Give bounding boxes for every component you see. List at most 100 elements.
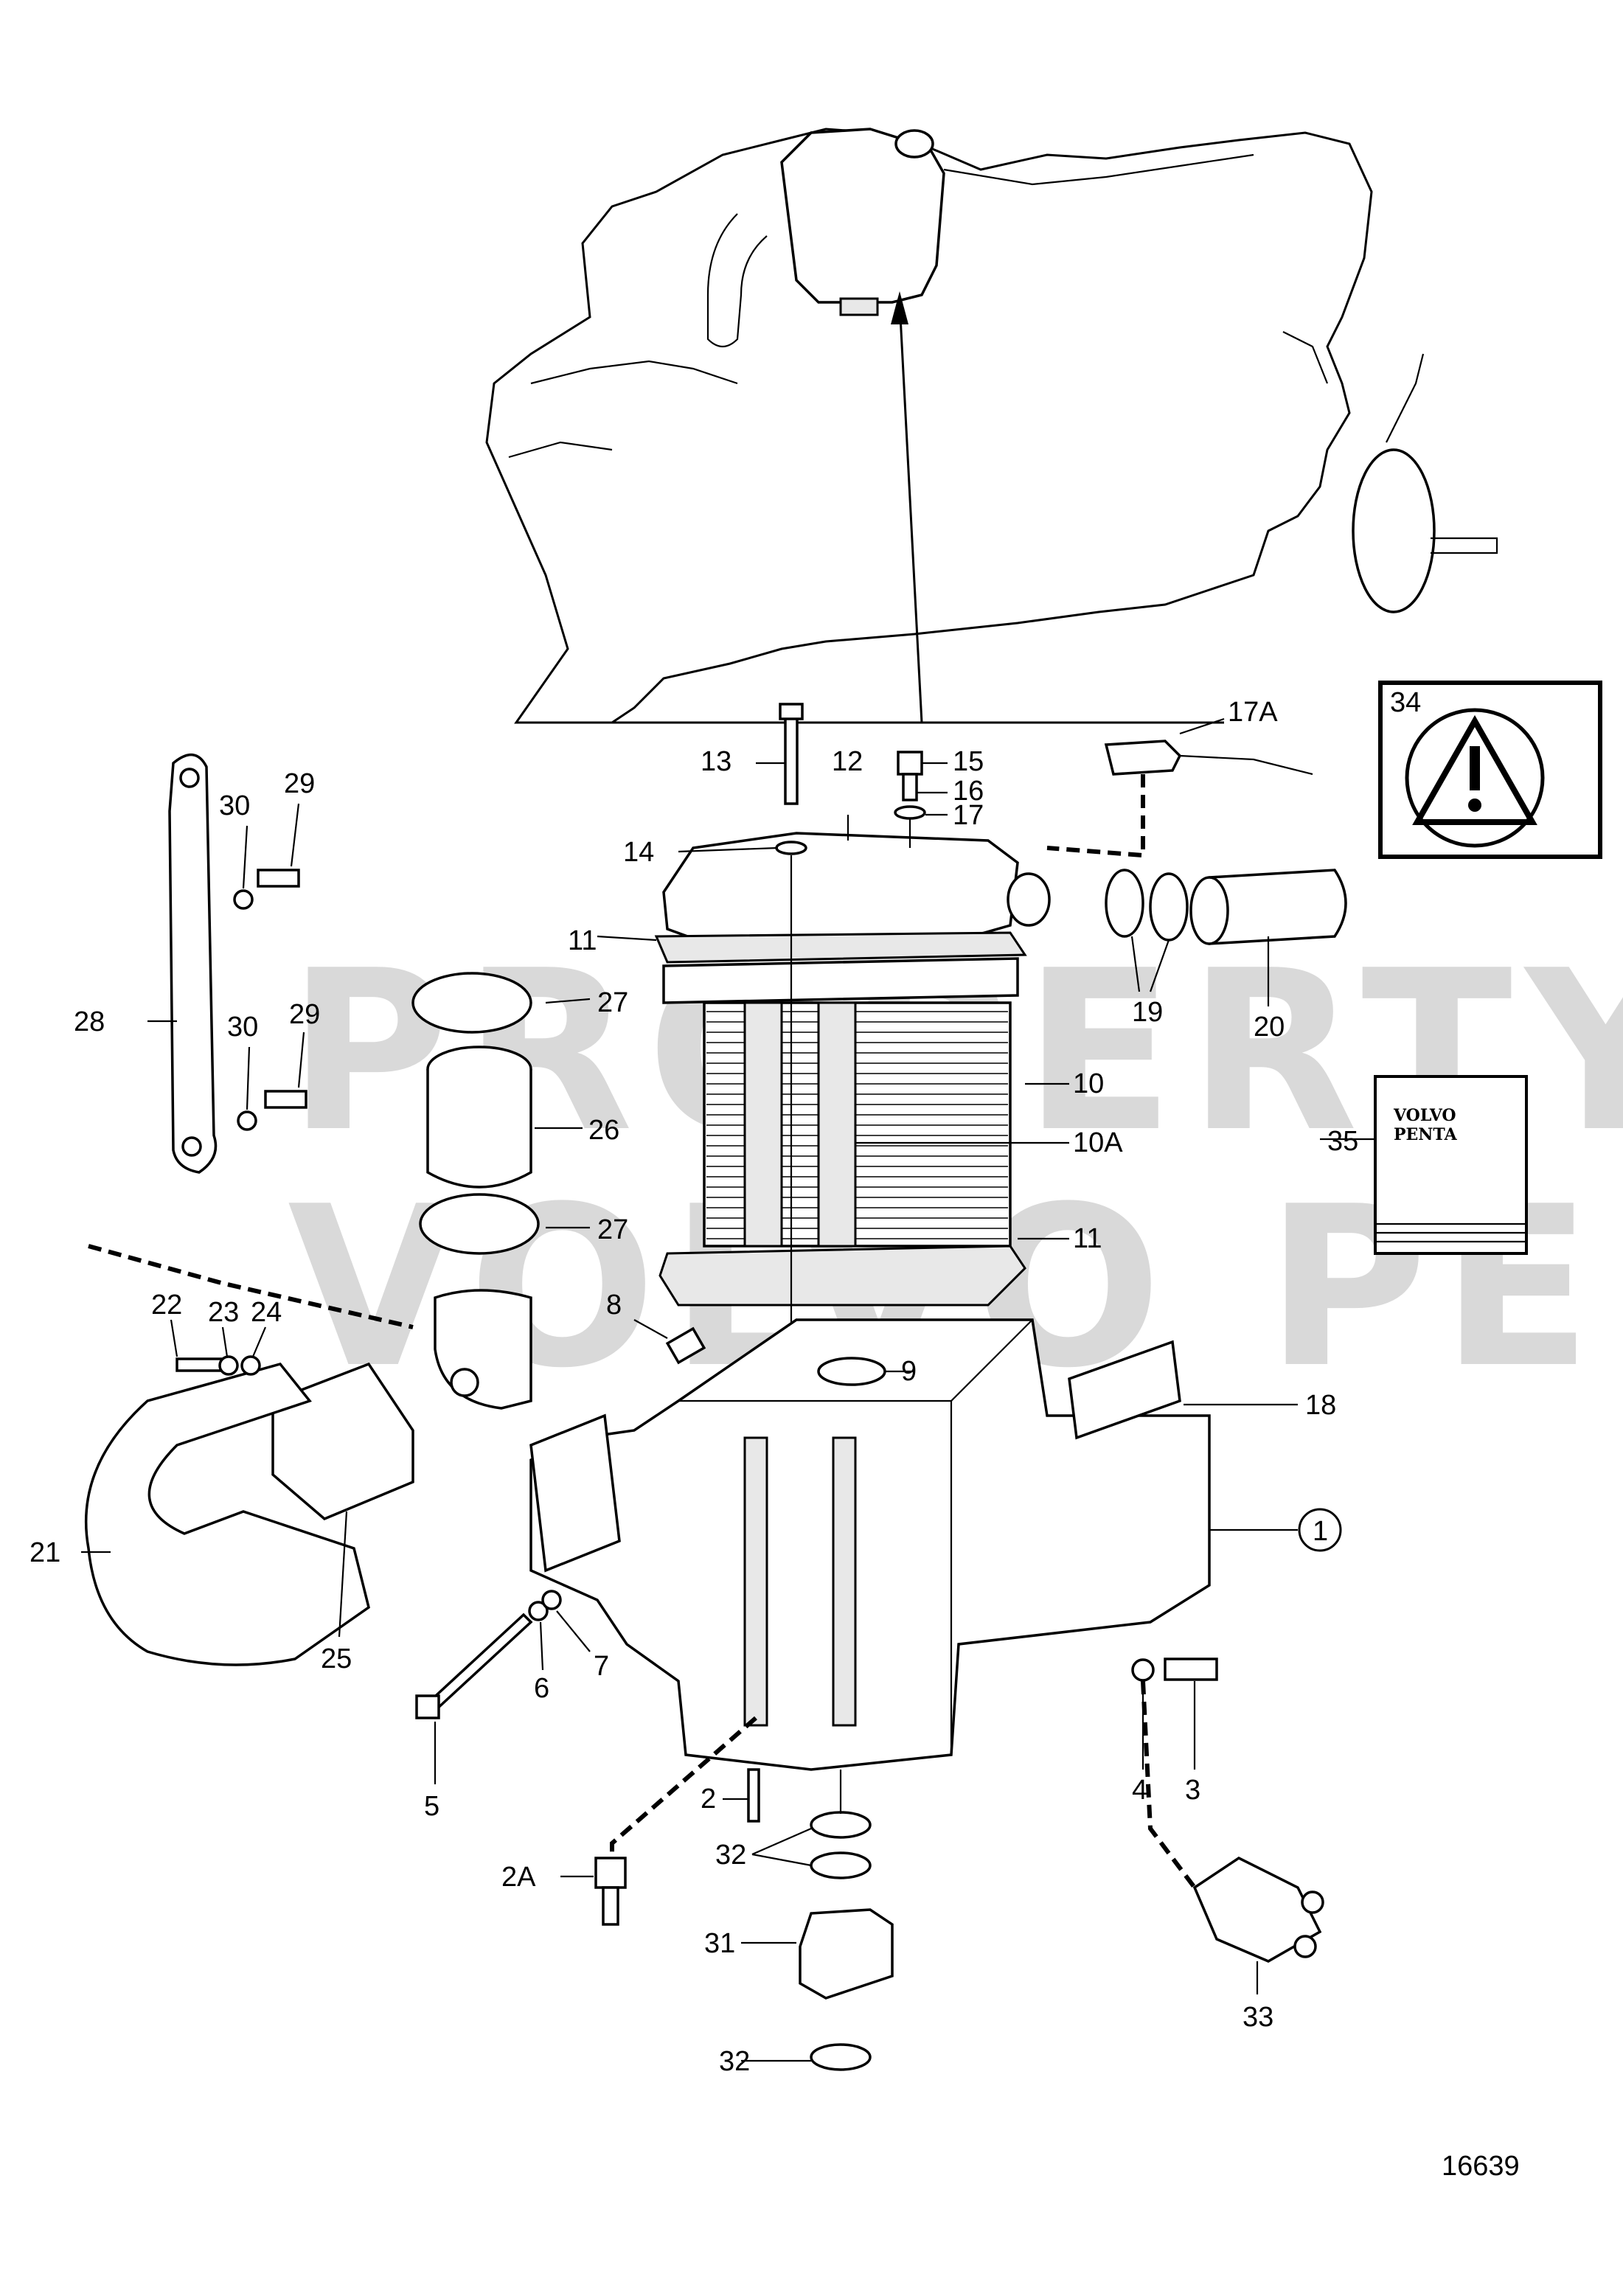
location-arrow bbox=[898, 302, 923, 723]
callout-12: 12 bbox=[832, 746, 863, 777]
leader-11a bbox=[597, 935, 657, 942]
hose-26 bbox=[426, 1069, 532, 1189]
callout-2a: 2A bbox=[501, 1862, 536, 1893]
callout-32-bottom: 32 bbox=[719, 2046, 750, 2077]
gasket-bottom bbox=[658, 1245, 1026, 1307]
dipstick bbox=[1386, 353, 1425, 443]
warning-box: 34 bbox=[1378, 681, 1602, 859]
sensor-terminal bbox=[1301, 1890, 1324, 1914]
callout-27-top: 27 bbox=[597, 987, 628, 1018]
o-ring-32a bbox=[810, 1811, 872, 1839]
o-ring-32c bbox=[810, 2043, 872, 2071]
cover-outlet-pipe bbox=[1007, 872, 1051, 927]
callout-1-circle bbox=[1298, 1508, 1342, 1552]
washer-23 bbox=[218, 1355, 239, 1376]
mounting-connection bbox=[88, 1244, 414, 1329]
callout-3: 3 bbox=[1185, 1775, 1200, 1806]
callout-6: 6 bbox=[534, 1673, 549, 1704]
leader-30b bbox=[246, 1046, 251, 1110]
heat-exchanger-housing bbox=[529, 1318, 1211, 1771]
pipe-21 bbox=[84, 1363, 370, 1666]
leader-32a bbox=[751, 1827, 812, 1856]
location-arrowhead bbox=[891, 291, 908, 324]
washer-14 bbox=[775, 841, 807, 855]
callout-29-top: 29 bbox=[284, 768, 315, 799]
engine-detail-line bbox=[508, 441, 613, 459]
starter-motor bbox=[1352, 448, 1436, 613]
callout-1: 1 bbox=[1313, 1516, 1328, 1547]
expansion-tank bbox=[780, 128, 945, 304]
screw-29b bbox=[264, 1090, 307, 1109]
housing-rib-right bbox=[832, 1436, 857, 1727]
bracket-hole-top bbox=[179, 768, 200, 788]
pin-8 bbox=[665, 1326, 706, 1365]
leader-24 bbox=[251, 1326, 267, 1357]
callout-24: 24 bbox=[251, 1297, 282, 1328]
housing-rib-left bbox=[743, 1436, 768, 1727]
cover-assembly bbox=[654, 703, 1347, 1401]
callout-31: 31 bbox=[704, 1928, 735, 1959]
housing-edge bbox=[950, 1319, 1033, 1402]
warning-dot bbox=[1468, 799, 1481, 812]
callout-35: 35 bbox=[1327, 1126, 1358, 1157]
clamp-27-bottom bbox=[419, 1193, 540, 1255]
manual-book: VOLVO PENTA bbox=[1374, 1075, 1528, 1255]
callout-17: 17 bbox=[953, 800, 984, 831]
leader-6 bbox=[539, 1621, 544, 1671]
leader-22 bbox=[170, 1319, 178, 1357]
leader-19b bbox=[1149, 939, 1170, 992]
washer-30a bbox=[233, 889, 254, 910]
o-ring-19b bbox=[1149, 872, 1189, 942]
callout-25: 25 bbox=[321, 1643, 352, 1674]
partition-left bbox=[743, 1001, 783, 1248]
vent-valve-17a bbox=[1104, 740, 1182, 776]
bracket-28 bbox=[168, 754, 218, 1174]
callout-7: 7 bbox=[594, 1651, 609, 1682]
drain-connection bbox=[610, 1716, 757, 1888]
engine-outline bbox=[485, 128, 1498, 724]
leader-30a bbox=[242, 825, 249, 889]
callout-23: 23 bbox=[208, 1297, 239, 1328]
callout-33: 33 bbox=[1243, 2002, 1273, 2033]
plug-16 bbox=[902, 773, 918, 801]
pressure-sensor-33 bbox=[1192, 1856, 1322, 1963]
washer-17 bbox=[894, 805, 926, 820]
drawing-number: 16639 bbox=[1442, 2151, 1520, 2182]
callout-2: 2 bbox=[701, 1784, 716, 1815]
plug-3 bbox=[1164, 1657, 1218, 1681]
callout-5: 5 bbox=[424, 1791, 439, 1822]
warning-exclamation bbox=[1470, 746, 1480, 790]
washer-6 bbox=[528, 1601, 549, 1621]
callout-4: 4 bbox=[1132, 1775, 1147, 1806]
connector-31 bbox=[799, 1908, 894, 2000]
manual-logo-line-2: PENTA bbox=[1394, 1125, 1458, 1144]
manifold-line bbox=[530, 360, 738, 385]
engine-top-line bbox=[943, 153, 1254, 186]
screw-29a bbox=[257, 869, 300, 888]
leader-32b bbox=[751, 1853, 812, 1867]
callout-34: 34 bbox=[1390, 687, 1421, 718]
hose-20-end bbox=[1189, 876, 1229, 945]
callout-20: 20 bbox=[1254, 1012, 1285, 1043]
callout-17a: 17A bbox=[1228, 697, 1278, 728]
callout-32-top: 32 bbox=[715, 1840, 746, 1871]
sensor-connection bbox=[1141, 1680, 1197, 1889]
filler-neck bbox=[894, 129, 934, 159]
tank-outlet bbox=[839, 297, 879, 316]
leader-lines bbox=[81, 717, 1375, 2062]
housing-flange bbox=[529, 1413, 621, 1573]
engine-silhouette bbox=[485, 128, 1373, 724]
leader-17a bbox=[1179, 717, 1225, 735]
callout-9: 9 bbox=[901, 1356, 917, 1387]
callout-29-bottom: 29 bbox=[289, 999, 320, 1030]
callout-21: 21 bbox=[29, 1537, 60, 1568]
leader-8 bbox=[633, 1319, 668, 1339]
clamp-27-top bbox=[411, 972, 532, 1034]
engine-bracket bbox=[1282, 331, 1329, 384]
callout-10: 10 bbox=[1073, 1068, 1104, 1099]
callout-16: 16 bbox=[953, 776, 984, 807]
washer-30b bbox=[237, 1110, 257, 1131]
starter-shaft bbox=[1431, 537, 1498, 554]
manual-logo-line-1: VOLVO bbox=[1393, 1106, 1456, 1125]
